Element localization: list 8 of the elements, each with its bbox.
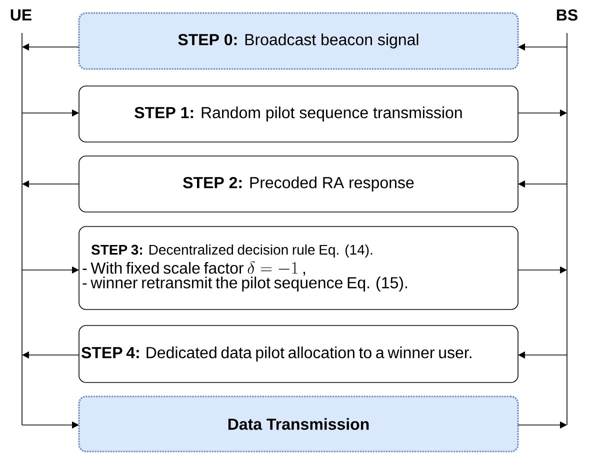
process-box: Data Transmission [78,396,519,452]
process-box: STEP 2: Precoded RA response [78,156,518,212]
process-box: STEP 1: Random pilot sequence transmission [78,86,518,142]
process-box: STEP 0: Broadcast beacon signal [78,12,519,70]
lifeline-label: BS [556,9,578,21]
process-box: STEP 4: Dedicated data pilot allocation to a winner user. [78,325,518,383]
lifeline-label: UE [10,9,32,21]
process-box: STEP 3: Decentralized decision rule Eq. (14). - With fixed scale factor $\delta = -1$ , - winner retransmit the pilot sequence Eq. (15). [78,226,518,310]
